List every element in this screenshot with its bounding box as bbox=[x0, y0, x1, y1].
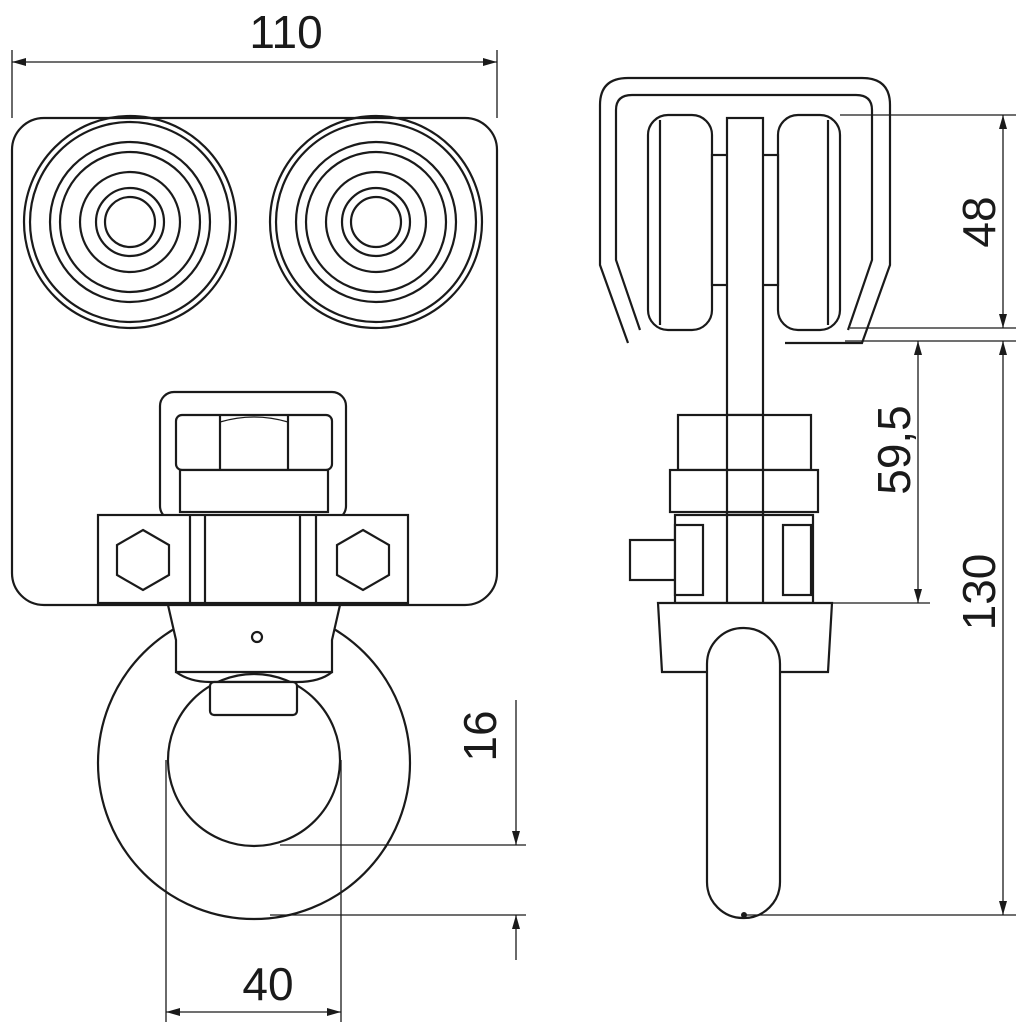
side-wheel-left bbox=[646, 113, 714, 332]
wheel-right bbox=[268, 114, 484, 330]
wheel-left bbox=[22, 114, 238, 330]
dimension-label-40: 40 bbox=[242, 958, 293, 1010]
hex-bolt-left-icon bbox=[115, 528, 171, 592]
dimension-110: 110 bbox=[11, 6, 498, 118]
dimension-label-48: 48 bbox=[953, 196, 1005, 247]
dimension-label-110: 110 bbox=[249, 6, 322, 58]
side-wheel-right bbox=[776, 113, 842, 332]
dimension-59-5: 59,5 bbox=[830, 340, 1016, 604]
front-view bbox=[10, 114, 499, 921]
dimension-16: 16 bbox=[270, 700, 526, 960]
dimension-40: 40 bbox=[165, 760, 342, 1022]
dimension-label-59-5: 59,5 bbox=[868, 405, 920, 495]
grease-point bbox=[250, 630, 264, 644]
eye-hole bbox=[166, 672, 342, 848]
eye-neck bbox=[166, 603, 342, 674]
dimension-130: 130 bbox=[745, 341, 1016, 916]
clamp-block bbox=[96, 513, 410, 605]
dimension-label-130: 130 bbox=[953, 554, 1005, 631]
washer bbox=[178, 468, 330, 514]
side-eye bbox=[705, 626, 782, 920]
dimension-48: 48 bbox=[840, 114, 1016, 329]
hex-nut-top bbox=[174, 413, 334, 472]
hex-bolt-right-icon bbox=[335, 528, 391, 592]
eye-stud bbox=[208, 680, 299, 717]
side-bolt-head bbox=[628, 538, 677, 582]
dimension-label-16: 16 bbox=[454, 710, 506, 761]
side-view bbox=[598, 76, 892, 920]
track-frame bbox=[598, 76, 892, 345]
